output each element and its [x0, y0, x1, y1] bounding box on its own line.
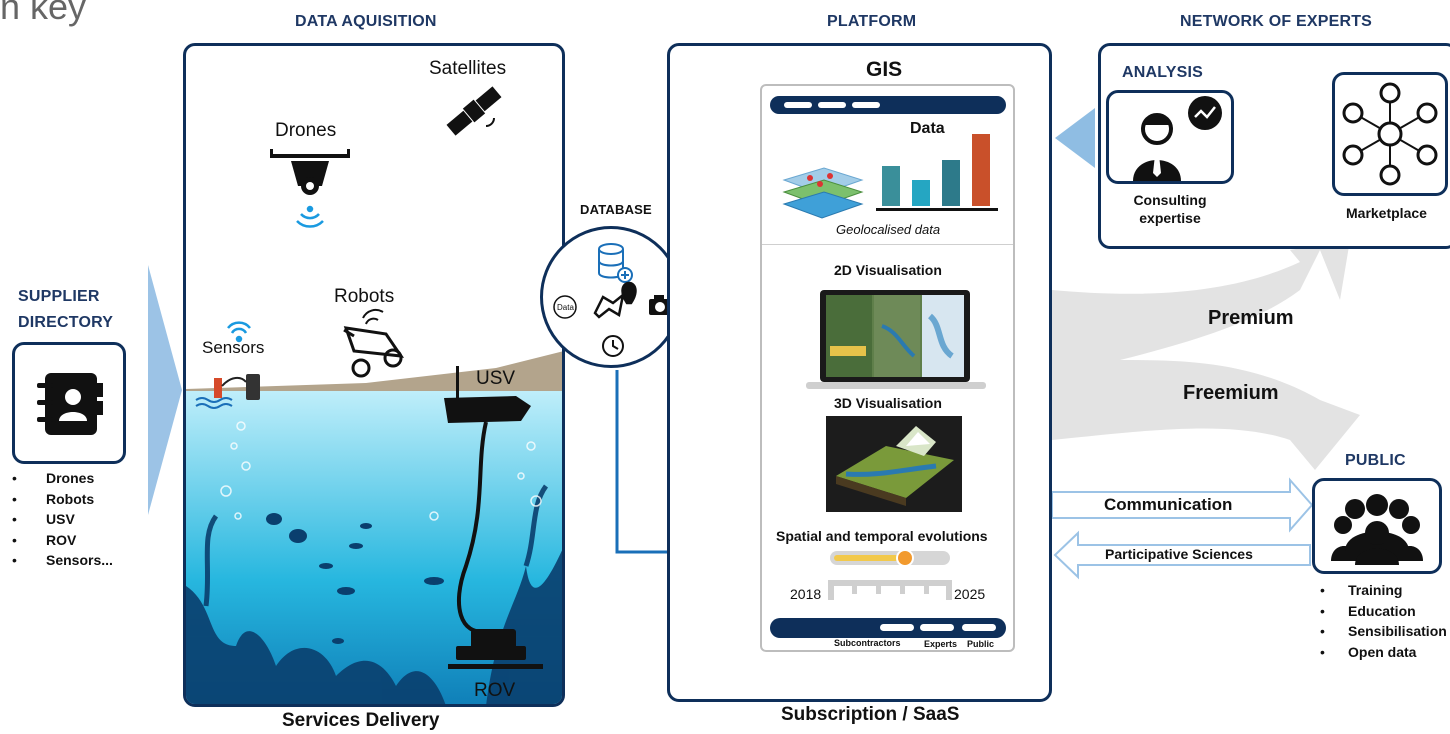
consultant-icon [1133, 96, 1222, 181]
geoloc-label: Geolocalised data [836, 222, 941, 237]
consulting-box [1106, 90, 1234, 184]
nav-public[interactable]: Public [967, 639, 995, 649]
layered-map-icon [782, 167, 864, 219]
communication-label: Communication [1104, 495, 1233, 514]
slider-handle[interactable] [896, 549, 914, 567]
communication-arrow [1051, 477, 1314, 533]
wifi-icon [227, 321, 251, 343]
header-network: NETWORK OF EXPERTS [1180, 13, 1373, 30]
gis-bottom-bar [770, 618, 1006, 638]
participative-label: Participative Sciences [1105, 546, 1253, 562]
list-item: Sensors... [12, 550, 113, 571]
svg-text:Data: Data [557, 303, 574, 312]
list-item: USV [12, 509, 113, 530]
list-item: Sensibilisation [1320, 621, 1447, 642]
chart-bar [882, 166, 900, 206]
vis3d-label: 3D Visualisation [834, 395, 942, 411]
database-label: DATABASE [580, 202, 652, 217]
camera-icon [649, 295, 671, 315]
chart-bar [912, 180, 930, 206]
robot-icon [343, 326, 405, 378]
satellites-label: Satellites [429, 58, 507, 79]
gis-title: GIS [866, 58, 903, 81]
data-cycle-icon: Data [553, 295, 577, 319]
participative-arrow [1053, 530, 1311, 580]
chart-bar [942, 160, 960, 206]
map-pin-icon [593, 281, 637, 319]
database-icons: Data [553, 243, 671, 357]
crowd-icon [1331, 494, 1423, 565]
header-data-acquisition: DATA AQUISITION [295, 13, 437, 30]
list-item: Open data [1320, 642, 1447, 663]
drone-icon [270, 149, 350, 195]
supplier-icon-box [12, 342, 126, 464]
data-bar-chart [876, 134, 998, 211]
marketplace-label: Marketplace [1346, 205, 1427, 221]
satellite-icon [446, 86, 502, 136]
supplier-list: Drones Robots USV ROV Sensors... [12, 468, 113, 571]
list-item: ROV [12, 530, 113, 551]
contact-book-icon [37, 373, 103, 435]
analysis-title: ANALYSIS [1122, 64, 1204, 81]
database-icon [598, 243, 633, 283]
vis2d-label: 2D Visualisation [834, 262, 942, 278]
data-title: Data [910, 120, 945, 137]
subscription-label: Subscription / SaaS [781, 704, 960, 725]
timeline-ruler [828, 580, 952, 600]
usv-label: USV [476, 368, 516, 389]
header-platform: PLATFORM [827, 13, 917, 30]
marketplace-box [1332, 72, 1448, 196]
drones-label: Drones [275, 120, 337, 141]
public-title: PUBLIC [1345, 452, 1406, 469]
public-box [1312, 478, 1442, 574]
network-to-platform-arrow [1055, 108, 1095, 168]
terrain-3d-image [826, 416, 962, 512]
services-delivery-label: Services Delivery [282, 710, 440, 731]
network-people-icon [1342, 82, 1438, 186]
corner-text: n key [0, 0, 87, 27]
list-item: Training [1320, 580, 1447, 601]
rov-label: ROV [474, 680, 516, 701]
ocean-scene [186, 86, 562, 704]
premium-label: Premium [1208, 307, 1294, 329]
nav-experts[interactable]: Experts [924, 639, 958, 649]
slider-fill [834, 555, 906, 561]
freemium-label: Freemium [1183, 382, 1279, 404]
database-circle: Data [540, 226, 682, 368]
data-acquisition-panel: Satellites Drones Robots Sensors USV ROV [183, 43, 565, 707]
public-list: Training Education Sensibilisation Open … [1320, 580, 1447, 662]
list-item: Education [1320, 601, 1447, 622]
spatial-label: Spatial and temporal evolutions [776, 528, 988, 544]
year-end: 2025 [954, 586, 986, 602]
clock-history-icon [602, 335, 624, 357]
supplier-chevron [148, 265, 182, 515]
laptop-2d-icon [806, 290, 986, 389]
nav-subcontractors[interactable]: Subcontractors [834, 638, 901, 648]
gis-top-bar [770, 96, 1006, 114]
premium-freemium-flow [1052, 240, 1360, 470]
robots-label: Robots [334, 286, 395, 307]
supplier-title: SUPPLIER DIRECTORY [18, 288, 114, 331]
gis-window: Data Geolocalised data 2D Visualisation … [760, 84, 1015, 652]
sensors-label: Sensors [202, 338, 265, 357]
chart-bar [972, 134, 990, 206]
year-start: 2018 [790, 586, 822, 602]
list-item: Drones [12, 468, 113, 489]
list-item: Robots [12, 489, 113, 510]
time-slider[interactable] [830, 549, 950, 567]
consulting-label: Consulting expertise [1133, 192, 1207, 226]
